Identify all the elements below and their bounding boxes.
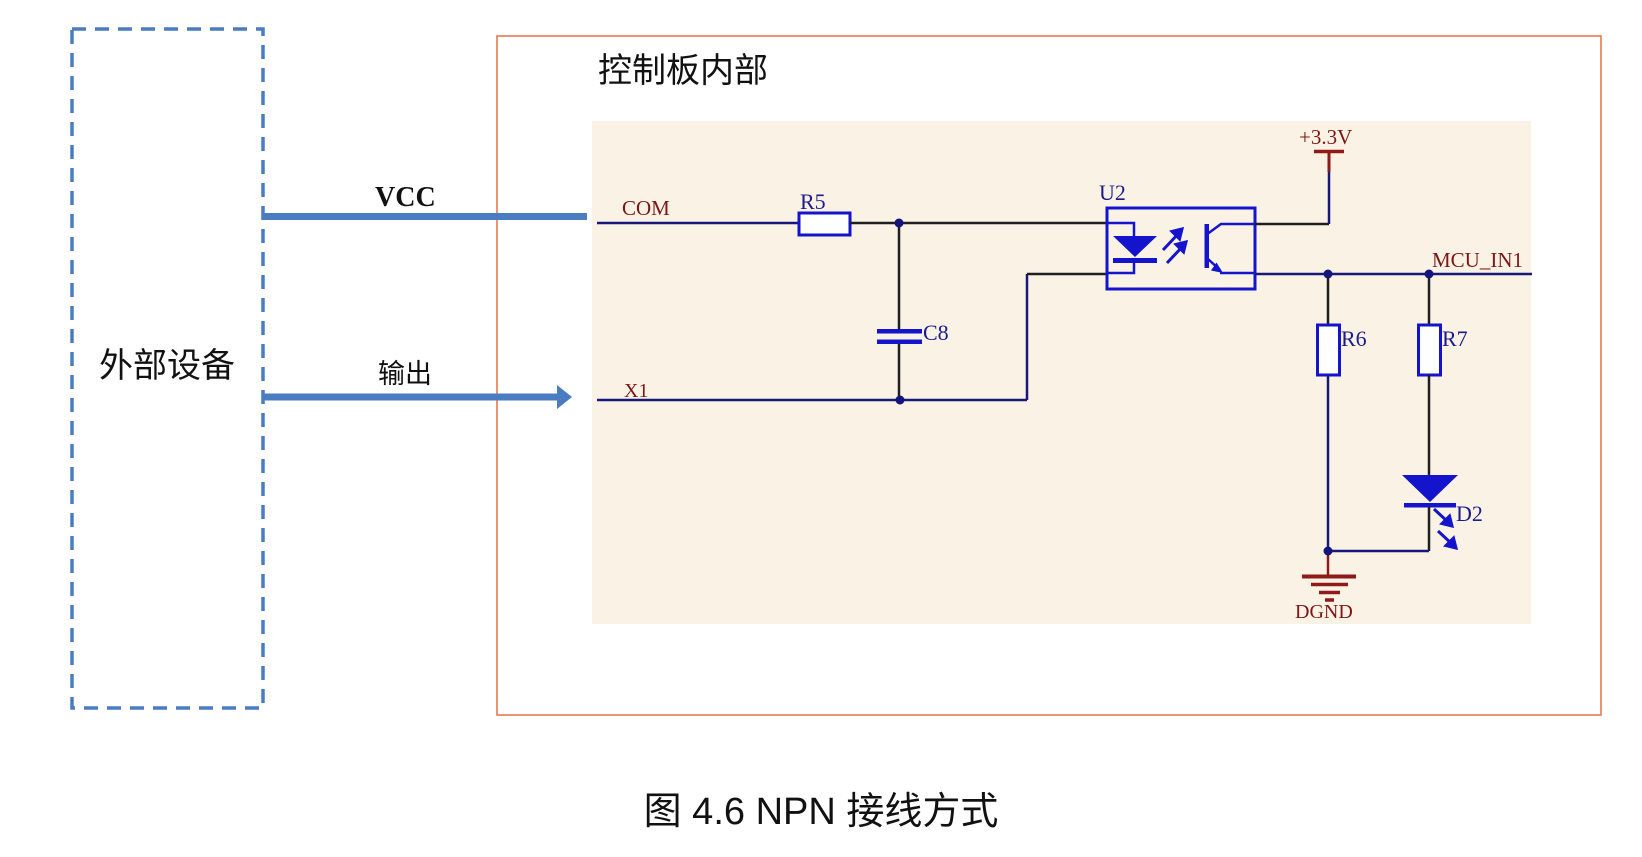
led-d2-triangle-icon xyxy=(1402,475,1458,502)
control-board-border xyxy=(496,35,1602,716)
component-label-r5: R5 xyxy=(800,189,826,214)
led-d2-cathode-bar xyxy=(1404,503,1456,508)
component-label-d2: D2 xyxy=(1456,501,1483,526)
capacitor-c8-top-plate xyxy=(877,329,922,334)
component-label-r6: R6 xyxy=(1341,326,1367,351)
led-d2 xyxy=(1402,475,1459,551)
junction-dot xyxy=(1424,269,1434,279)
component-label-c8: C8 xyxy=(923,320,949,345)
component-label-r7: R7 xyxy=(1442,326,1468,351)
junction-dot xyxy=(1323,546,1333,556)
optocoupler-body xyxy=(1105,206,1257,291)
arrowhead-icon xyxy=(557,385,572,409)
external-device-label: 外部设备 xyxy=(99,348,235,385)
opto-led-triangle-icon xyxy=(1113,236,1157,257)
control-board-title: 控制板内部 xyxy=(598,53,768,90)
resistor-r5-body xyxy=(797,211,852,237)
light-emission-arrows-icon xyxy=(1161,226,1189,265)
resistor-r7-body xyxy=(1417,323,1442,377)
net-label-x1: X1 xyxy=(624,380,649,402)
capacitor-c8-bottom-plate xyxy=(877,339,922,344)
led-emission-arrows-icon xyxy=(1432,507,1459,551)
external-device-border xyxy=(70,27,265,710)
opto-led-cathode-bar xyxy=(1113,258,1157,263)
net-label-power-rail: +3.3V xyxy=(1299,125,1353,149)
junction-dot xyxy=(1323,269,1333,279)
junction-dot xyxy=(894,218,904,228)
net-label-mcu-in1: MCU_IN1 xyxy=(1432,248,1524,272)
schematic-background xyxy=(592,121,1531,624)
opto-led-anode-stub xyxy=(1107,221,1136,236)
figure-caption: 图 4.6 NPN 接线方式 xyxy=(643,791,999,833)
output-signal-label: 输出 xyxy=(378,359,432,389)
output-connection-arrow xyxy=(263,385,572,409)
component-label-u2: U2 xyxy=(1099,180,1126,205)
power-rail-symbol-icon xyxy=(1314,149,1344,172)
phototransistor-icon xyxy=(1204,222,1255,275)
optocoupler-u2 xyxy=(1105,206,1257,291)
net-label-com: COM xyxy=(622,196,670,220)
net-label-dgnd: DGND xyxy=(1295,601,1353,623)
resistor-r6-body xyxy=(1316,323,1341,377)
vcc-signal-label: VCC xyxy=(375,182,436,213)
opto-led-cathode-stub xyxy=(1107,263,1136,275)
junction-dot xyxy=(895,395,905,405)
